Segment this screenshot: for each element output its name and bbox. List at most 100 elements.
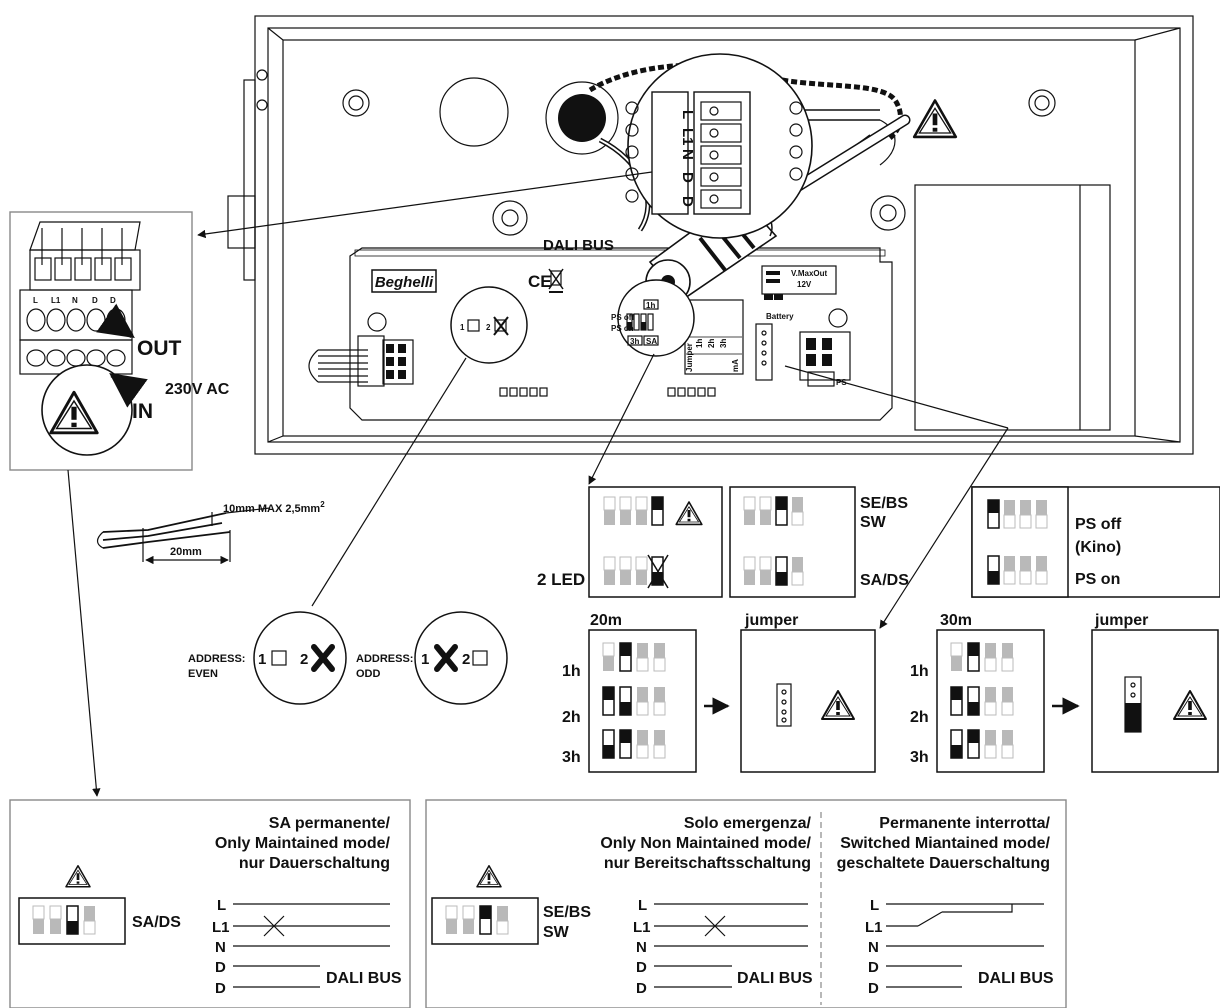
svg-text:PS on: PS on — [611, 324, 634, 333]
svg-text:PS off: PS off — [1075, 516, 1122, 533]
svg-text:SE/BS: SE/BS — [860, 495, 908, 512]
svg-text:PS on: PS on — [1075, 571, 1120, 588]
svg-text:D: D — [679, 172, 696, 183]
svg-text:D: D — [868, 959, 879, 976]
mounting-holes — [342, 77, 1056, 155]
svg-text:Switched Miantained mode/: Switched Miantained mode/ — [840, 835, 1050, 852]
svg-text:N: N — [215, 939, 226, 956]
svg-text:PS off: PS off — [611, 313, 634, 322]
svg-text:N: N — [636, 939, 647, 956]
svg-text:2: 2 — [300, 651, 308, 668]
svg-text:mA: mA — [731, 359, 740, 372]
svg-text:jumper: jumper — [1094, 612, 1148, 629]
strip-length-label: 20mm — [170, 546, 202, 558]
svg-text:N: N — [679, 149, 696, 160]
svg-text:SW: SW — [543, 924, 570, 941]
svg-text:2 LED: 2 LED — [537, 570, 585, 589]
svg-text:L1: L1 — [51, 296, 61, 305]
address-even: ADDRESS: EVEN 1 2 — [188, 611, 347, 705]
dip-zoom-circle: 1h PS off PS on 3h SA — [611, 279, 695, 357]
svg-text:Permanente interrotta/: Permanente interrotta/ — [879, 815, 1050, 832]
svg-text:Solo emergenza/: Solo emergenza/ — [684, 815, 812, 832]
jumper-20m-box: jumper — [740, 612, 876, 773]
svg-text:geschaltete Dauerschaltung: geschaltete Dauerschaltung — [837, 855, 1050, 872]
duration-20m-box: 20m 1h 2h 3h — [562, 612, 697, 773]
svg-text:DALI BUS: DALI BUS — [326, 970, 402, 987]
svg-text:D: D — [636, 959, 647, 976]
pcb-duration-table: Jumper 1h 2h 3h mA — [684, 299, 744, 375]
svg-text:1h: 1h — [562, 663, 581, 680]
svg-text:nur Bereitschaftsschaltung: nur Bereitschaftsschaltung — [604, 855, 811, 872]
svg-text:2h: 2h — [562, 709, 581, 726]
svg-text:D: D — [636, 980, 647, 997]
svg-text:Battery: Battery — [766, 312, 794, 321]
connector-detail-panel: L L1 N D D OUT IN 230V AC — [9, 211, 230, 471]
svg-text:SA/DS: SA/DS — [860, 572, 909, 589]
svg-text:SA permanente/: SA permanente/ — [269, 815, 391, 832]
svg-text:3h: 3h — [562, 749, 581, 766]
svg-text:Jumper: Jumper — [685, 343, 694, 372]
wiring-panel-2: Solo emergenza/ Only Non Maintained mode… — [425, 799, 1067, 1008]
svg-text:D: D — [215, 980, 226, 997]
svg-text:ADDRESS:: ADDRESS: — [188, 653, 245, 665]
svg-text:Only Non Maintained mode/: Only Non Maintained mode/ — [600, 835, 811, 852]
callout-arrows — [67, 171, 1009, 797]
svg-text:D: D — [110, 296, 116, 305]
ce-mark: CE — [528, 272, 552, 291]
svg-text:L: L — [679, 110, 696, 119]
svg-text:1: 1 — [421, 651, 429, 668]
dali-bus-label: DALI BUS — [543, 237, 614, 254]
svg-text:3h: 3h — [719, 339, 728, 348]
svg-text:D: D — [215, 959, 226, 976]
svg-text:(Kino): (Kino) — [1075, 539, 1121, 556]
svg-text:ODD: ODD — [356, 668, 381, 680]
svg-text:EVEN: EVEN — [188, 668, 218, 680]
svg-text:SW: SW — [860, 514, 887, 531]
svg-text:D: D — [679, 196, 696, 207]
device-housing — [227, 15, 1194, 455]
svg-text:1: 1 — [258, 651, 266, 668]
svg-text:PS: PS — [836, 378, 847, 387]
svg-text:2: 2 — [462, 651, 470, 668]
svg-text:1h: 1h — [646, 301, 655, 310]
svg-text:L: L — [217, 897, 226, 914]
svg-text:L1: L1 — [633, 919, 651, 936]
address-odd: ADDRESS: ODD 1 2 — [356, 611, 508, 705]
svg-text:30m: 30m — [940, 612, 972, 629]
terminal-block: L L1 N D D — [625, 53, 813, 239]
in-label: IN — [132, 400, 153, 423]
svg-text:2: 2 — [486, 323, 491, 332]
svg-text:L1: L1 — [679, 128, 696, 146]
svg-text:L1: L1 — [212, 919, 230, 936]
svg-text:20m: 20m — [590, 612, 622, 629]
warning-icon — [912, 99, 958, 139]
svg-text:2h: 2h — [707, 339, 716, 348]
svg-text:ADDRESS:: ADDRESS: — [356, 653, 413, 665]
brand-logo: Beghelli — [375, 274, 434, 291]
strip-max-label: 10mm MAX 2,5mm2 — [223, 500, 325, 515]
out-label: OUT — [137, 337, 182, 360]
weee-icon — [548, 268, 564, 293]
svg-text:SA: SA — [646, 337, 657, 346]
svg-text:L: L — [638, 897, 647, 914]
svg-text:1h: 1h — [910, 663, 929, 680]
svg-text:DALI BUS: DALI BUS — [737, 970, 813, 987]
duration-30m-box: 30m 1h 2h 3h — [910, 612, 1045, 773]
svg-text:SA/DS: SA/DS — [132, 914, 181, 931]
svg-text:V.MaxOut: V.MaxOut — [791, 269, 827, 278]
svg-text:12V: 12V — [797, 280, 812, 289]
svg-text:1h: 1h — [695, 339, 704, 348]
svg-text:L: L — [870, 897, 879, 914]
svg-text:1: 1 — [460, 323, 465, 332]
svg-text:D: D — [92, 296, 98, 305]
svg-text:3h: 3h — [630, 337, 639, 346]
cable-strip-diagram: 20mm 10mm MAX 2,5mm2 — [96, 500, 325, 565]
address-zoom-circle: 1 2 — [450, 286, 528, 364]
pcb-board: Beghelli CE V.MaxOut 12V Battery — [308, 195, 906, 421]
ps-config-box: PS off (Kino) PS on — [971, 486, 1220, 598]
voltage-label: 230V AC — [165, 381, 230, 398]
svg-text:Only Maintained mode/: Only Maintained mode/ — [215, 835, 391, 852]
svg-text:2h: 2h — [910, 709, 929, 726]
svg-text:D: D — [868, 980, 879, 997]
jumper-30m-box: jumper — [1091, 612, 1219, 773]
